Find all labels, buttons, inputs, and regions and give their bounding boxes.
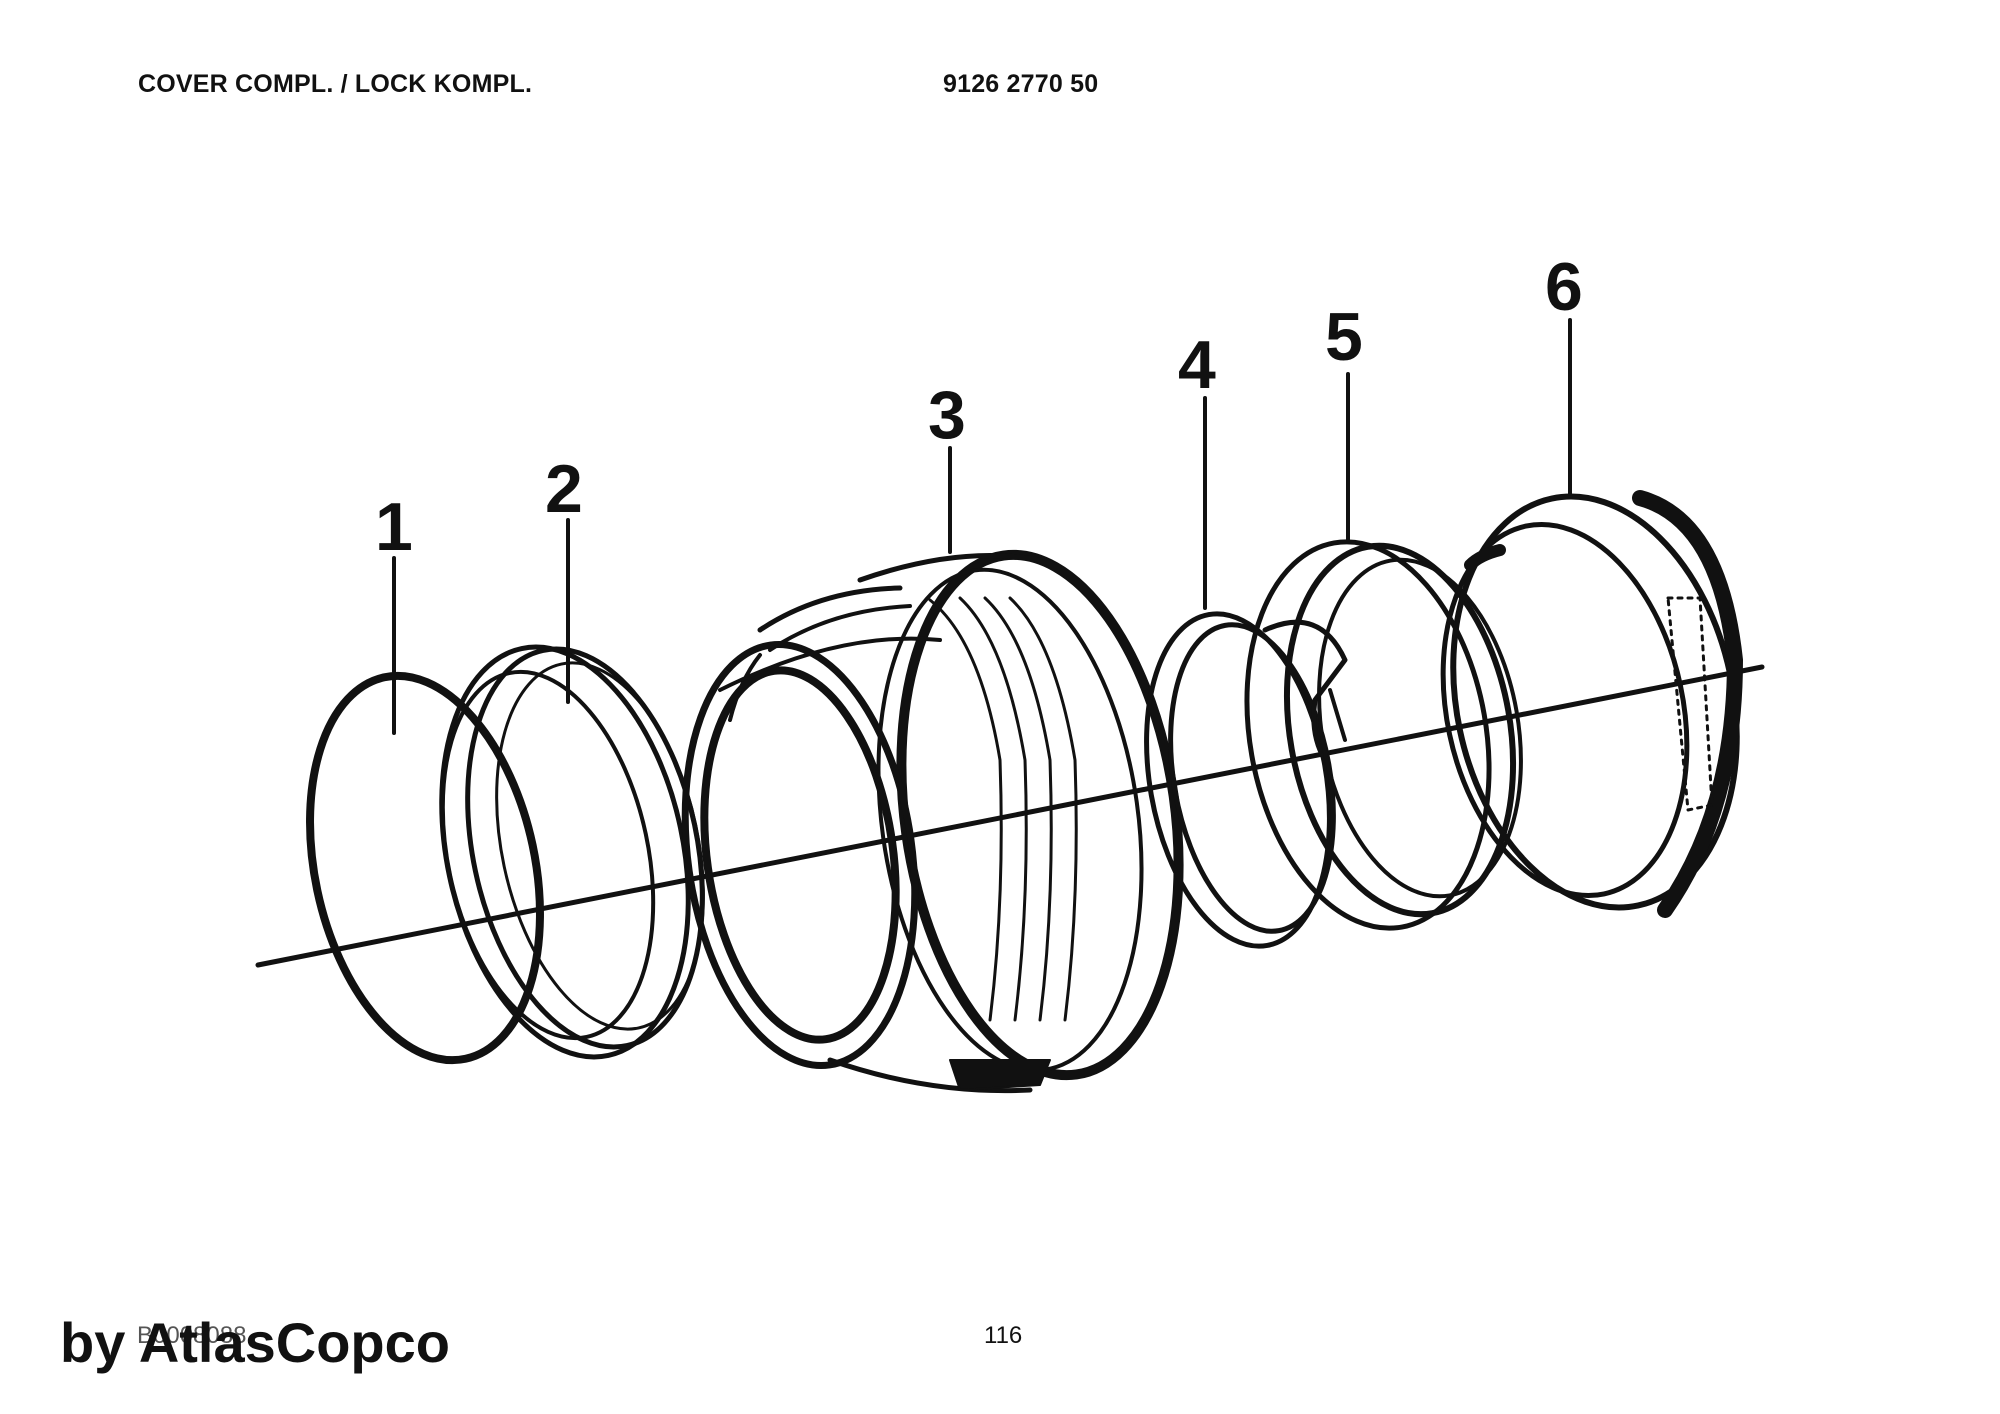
callout-2: 2 bbox=[545, 451, 583, 527]
part-3-threaded-cover bbox=[681, 549, 1184, 1094]
part-number: 9126 2770 50 bbox=[943, 70, 1099, 98]
brand-watermark: by AtlasCopco bbox=[60, 1311, 450, 1374]
callout-6: 6 bbox=[1545, 249, 1583, 325]
assembly-title: COVER COMPL. / LOCK KOMPL. bbox=[138, 70, 533, 98]
part-1-o-ring bbox=[306, 671, 544, 1065]
callout-5: 5 bbox=[1325, 299, 1363, 375]
leader-lines bbox=[392, 318, 1572, 735]
callout-3: 3 bbox=[928, 377, 966, 453]
drawing-code: B0008088 bbox=[137, 1322, 247, 1349]
page-number: 116 bbox=[984, 1322, 1023, 1349]
part-5-ring bbox=[1244, 539, 1523, 931]
part-6-bearing-ring bbox=[1440, 490, 1743, 918]
callout-1: 1 bbox=[375, 489, 413, 565]
callout-4: 4 bbox=[1178, 327, 1216, 403]
part-2-ring bbox=[439, 644, 705, 1060]
